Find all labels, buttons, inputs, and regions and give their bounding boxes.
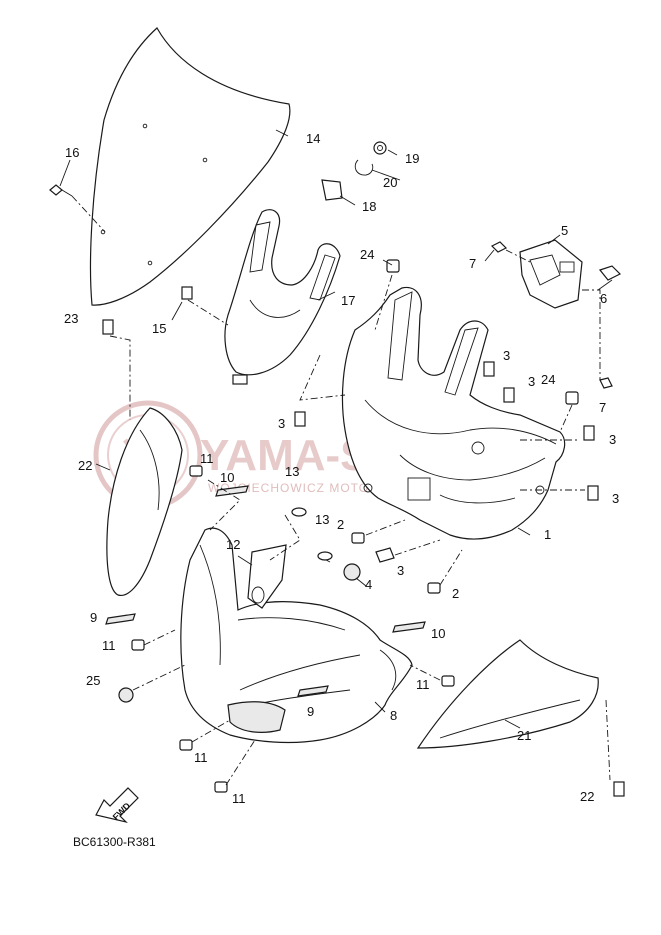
callout-19: 19	[405, 151, 419, 166]
main-stay-part	[341, 286, 566, 540]
callout-3a: 3	[503, 348, 510, 363]
callout-5: 5	[561, 223, 568, 238]
left-side-cover-part	[106, 407, 183, 596]
diagram-code: BC61300-R381	[73, 835, 156, 849]
callout-22b: 22	[580, 789, 594, 804]
callout-11b: 11	[102, 638, 116, 653]
callout-10b: 10	[431, 626, 445, 641]
callout-7b: 7	[599, 400, 606, 415]
callout-14: 14	[306, 131, 320, 146]
bracket-part	[519, 239, 583, 309]
callout-7a: 7	[469, 256, 476, 271]
callout-11d: 11	[194, 750, 208, 765]
callout-2b: 2	[452, 586, 459, 601]
callout-3e: 3	[612, 491, 619, 506]
callout-18: 18	[362, 199, 376, 214]
callout-22a: 22	[78, 458, 92, 473]
callout-23: 23	[64, 311, 78, 326]
callout-3b: 3	[528, 374, 535, 389]
callout-3d: 3	[609, 432, 616, 447]
callout-15: 15	[152, 321, 166, 336]
small-panel-part	[247, 544, 287, 609]
callout-6: 6	[600, 291, 607, 306]
lower-cowling-part	[180, 527, 413, 744]
callout-12: 12	[226, 537, 240, 552]
callout-10a: 10	[220, 470, 234, 485]
fwd-arrow-icon: FWD	[95, 787, 139, 824]
callout-8: 8	[390, 708, 397, 723]
callout-3c: 3	[278, 416, 285, 431]
callout-11a: 11	[200, 451, 214, 466]
callout-11c: 11	[416, 677, 430, 692]
callout-11e: 11	[232, 791, 246, 806]
callout-24b: 24	[541, 372, 555, 387]
hardware	[49, 141, 625, 797]
assembly-lines	[71, 195, 611, 786]
callout-9b: 9	[307, 704, 314, 719]
callout-1: 1	[544, 527, 551, 542]
callout-9a: 9	[90, 610, 97, 625]
callout-25: 25	[86, 673, 100, 688]
callout-13a: 13	[285, 464, 299, 479]
callout-3f: 3	[397, 563, 404, 578]
callout-13b: 13	[315, 512, 329, 527]
inner-bracket-part	[224, 209, 341, 385]
callout-2a: 2	[337, 517, 344, 532]
callout-21: 21	[517, 728, 531, 743]
callout-16: 16	[65, 145, 79, 160]
callout-20: 20	[383, 175, 397, 190]
callout-4: 4	[365, 577, 372, 592]
callout-17: 17	[341, 293, 355, 308]
leader-lines	[59, 129, 613, 729]
right-side-cover-part	[416, 639, 599, 749]
callout-24a: 24	[360, 247, 374, 262]
windscreen-part	[89, 27, 291, 306]
callout-labels: 14 16 19 20 18 5 24 7 6 17 23 15 3 3 24 …	[64, 131, 619, 806]
